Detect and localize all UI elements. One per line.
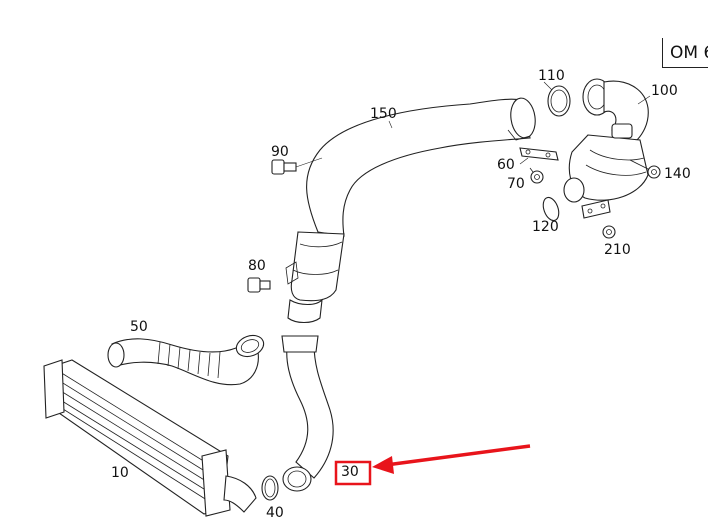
- bracket-60[interactable]: [519, 147, 559, 161]
- intercooler-10[interactable]: [43, 359, 257, 517]
- label-50: 50: [130, 319, 148, 335]
- label-60: 60: [497, 157, 515, 173]
- label-100: 100: [651, 83, 678, 99]
- label-70: 70: [507, 176, 525, 192]
- label-80: 80: [248, 258, 266, 274]
- label-140: 140: [664, 166, 691, 182]
- label-120: 120: [532, 219, 559, 235]
- gasket-plate[interactable]: [581, 199, 611, 219]
- bolt-140[interactable]: [629, 159, 661, 179]
- charge-hose-30[interactable]: [281, 335, 334, 492]
- charge-air-pipe-150[interactable]: [285, 97, 538, 324]
- o-ring-40[interactable]: [261, 475, 279, 501]
- seal-120[interactable]: [540, 195, 561, 222]
- bolt-80[interactable]: [247, 277, 271, 293]
- label-30: 30: [341, 464, 359, 480]
- highlight-arrow: [372, 444, 531, 474]
- o-ring-110[interactable]: [547, 85, 571, 117]
- bolt-90[interactable]: [271, 157, 323, 175]
- highlight-box: [334, 460, 372, 486]
- turbo-outlet-pipe-100[interactable]: [563, 78, 649, 203]
- bolt-210[interactable]: [602, 225, 616, 239]
- label-40: 40: [266, 505, 284, 521]
- label-210: 210: [604, 242, 631, 258]
- bolt-70[interactable]: [529, 167, 544, 184]
- label-150: 150: [370, 106, 397, 122]
- intake-hose-50[interactable]: [107, 332, 267, 386]
- label-90: 90: [271, 144, 289, 160]
- engine-code-box: OM 6: [662, 38, 708, 68]
- label-110: 110: [538, 68, 565, 84]
- label-10: 10: [111, 465, 129, 481]
